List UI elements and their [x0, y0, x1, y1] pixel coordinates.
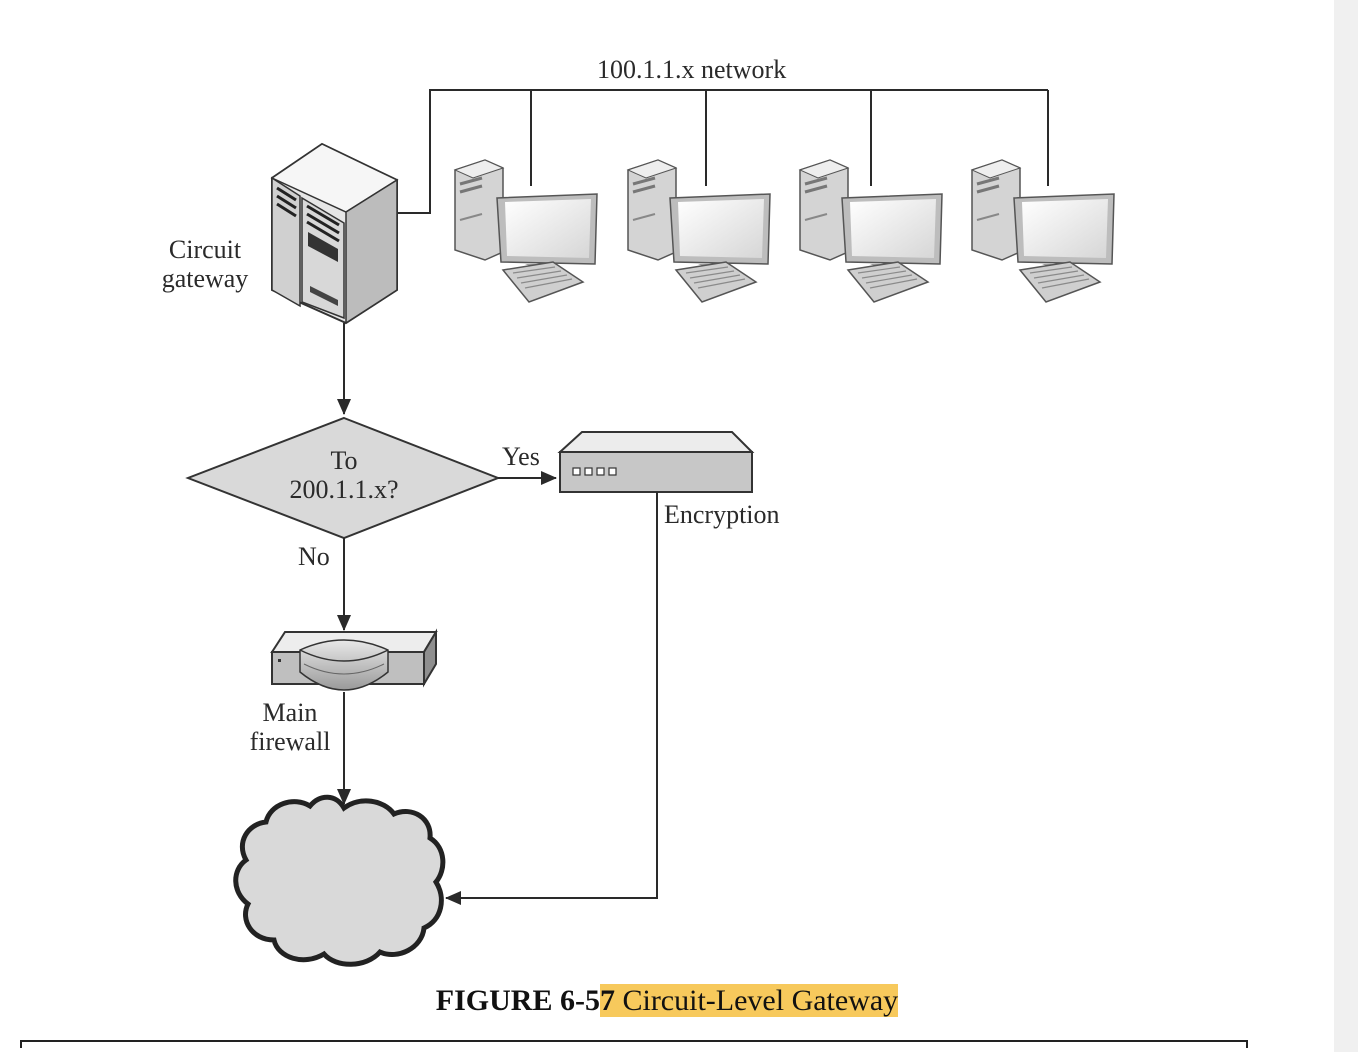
gateway-label-line-1: Circuit: [168, 235, 242, 264]
firewall-label-line-1: Main: [262, 698, 318, 727]
workstation-3: [798, 159, 943, 303]
workstation-2: [626, 159, 771, 303]
desktop-computer-icon: [453, 159, 598, 303]
decision-label: To 200.1.1.x?: [264, 446, 424, 504]
decision-label-line-2: 200.1.1.x?: [289, 475, 399, 504]
network-label: 100.1.1.x network: [597, 55, 787, 84]
highlighted-caption: 7 Circuit-Level Gateway: [599, 984, 899, 1017]
network-bus: [395, 89, 1049, 214]
server-tower-icon: [270, 142, 399, 325]
figure-caption: FIGURE 6-57 Circuit-Level Gateway: [0, 984, 1334, 1018]
encryption-appliance-icon: [557, 431, 755, 493]
yes-label: Yes: [502, 442, 540, 471]
connector-encryption-to-cloud: [445, 492, 658, 905]
network-diagram: [185, 89, 1115, 967]
no-label: No: [298, 542, 330, 571]
figure-title: Circuit-Level Gateway: [614, 984, 899, 1017]
scrollbar-gutter[interactable]: [1334, 0, 1358, 1052]
cloud-icon: [233, 794, 446, 967]
decision-label-line-1: To: [330, 446, 358, 475]
gateway-label: Circuit gateway: [145, 235, 265, 293]
encryption-label: Encryption: [664, 500, 780, 529]
firewall-label: Main firewall: [232, 698, 348, 756]
workstation-1: [453, 159, 598, 303]
workstation-4: [970, 159, 1115, 303]
figure-number: FIGURE 6-5: [435, 984, 600, 1017]
desktop-computer-icon: [626, 159, 771, 303]
desktop-computer-icon: [798, 159, 943, 303]
firewall-appliance-icon: [270, 628, 438, 691]
bottom-rule: [20, 1040, 1248, 1048]
firewall-label-line-2: firewall: [249, 727, 331, 756]
figure-number-highlighted: 7: [599, 984, 615, 1017]
desktop-computer-icon: [970, 159, 1115, 303]
gateway-label-line-2: gateway: [161, 264, 249, 293]
